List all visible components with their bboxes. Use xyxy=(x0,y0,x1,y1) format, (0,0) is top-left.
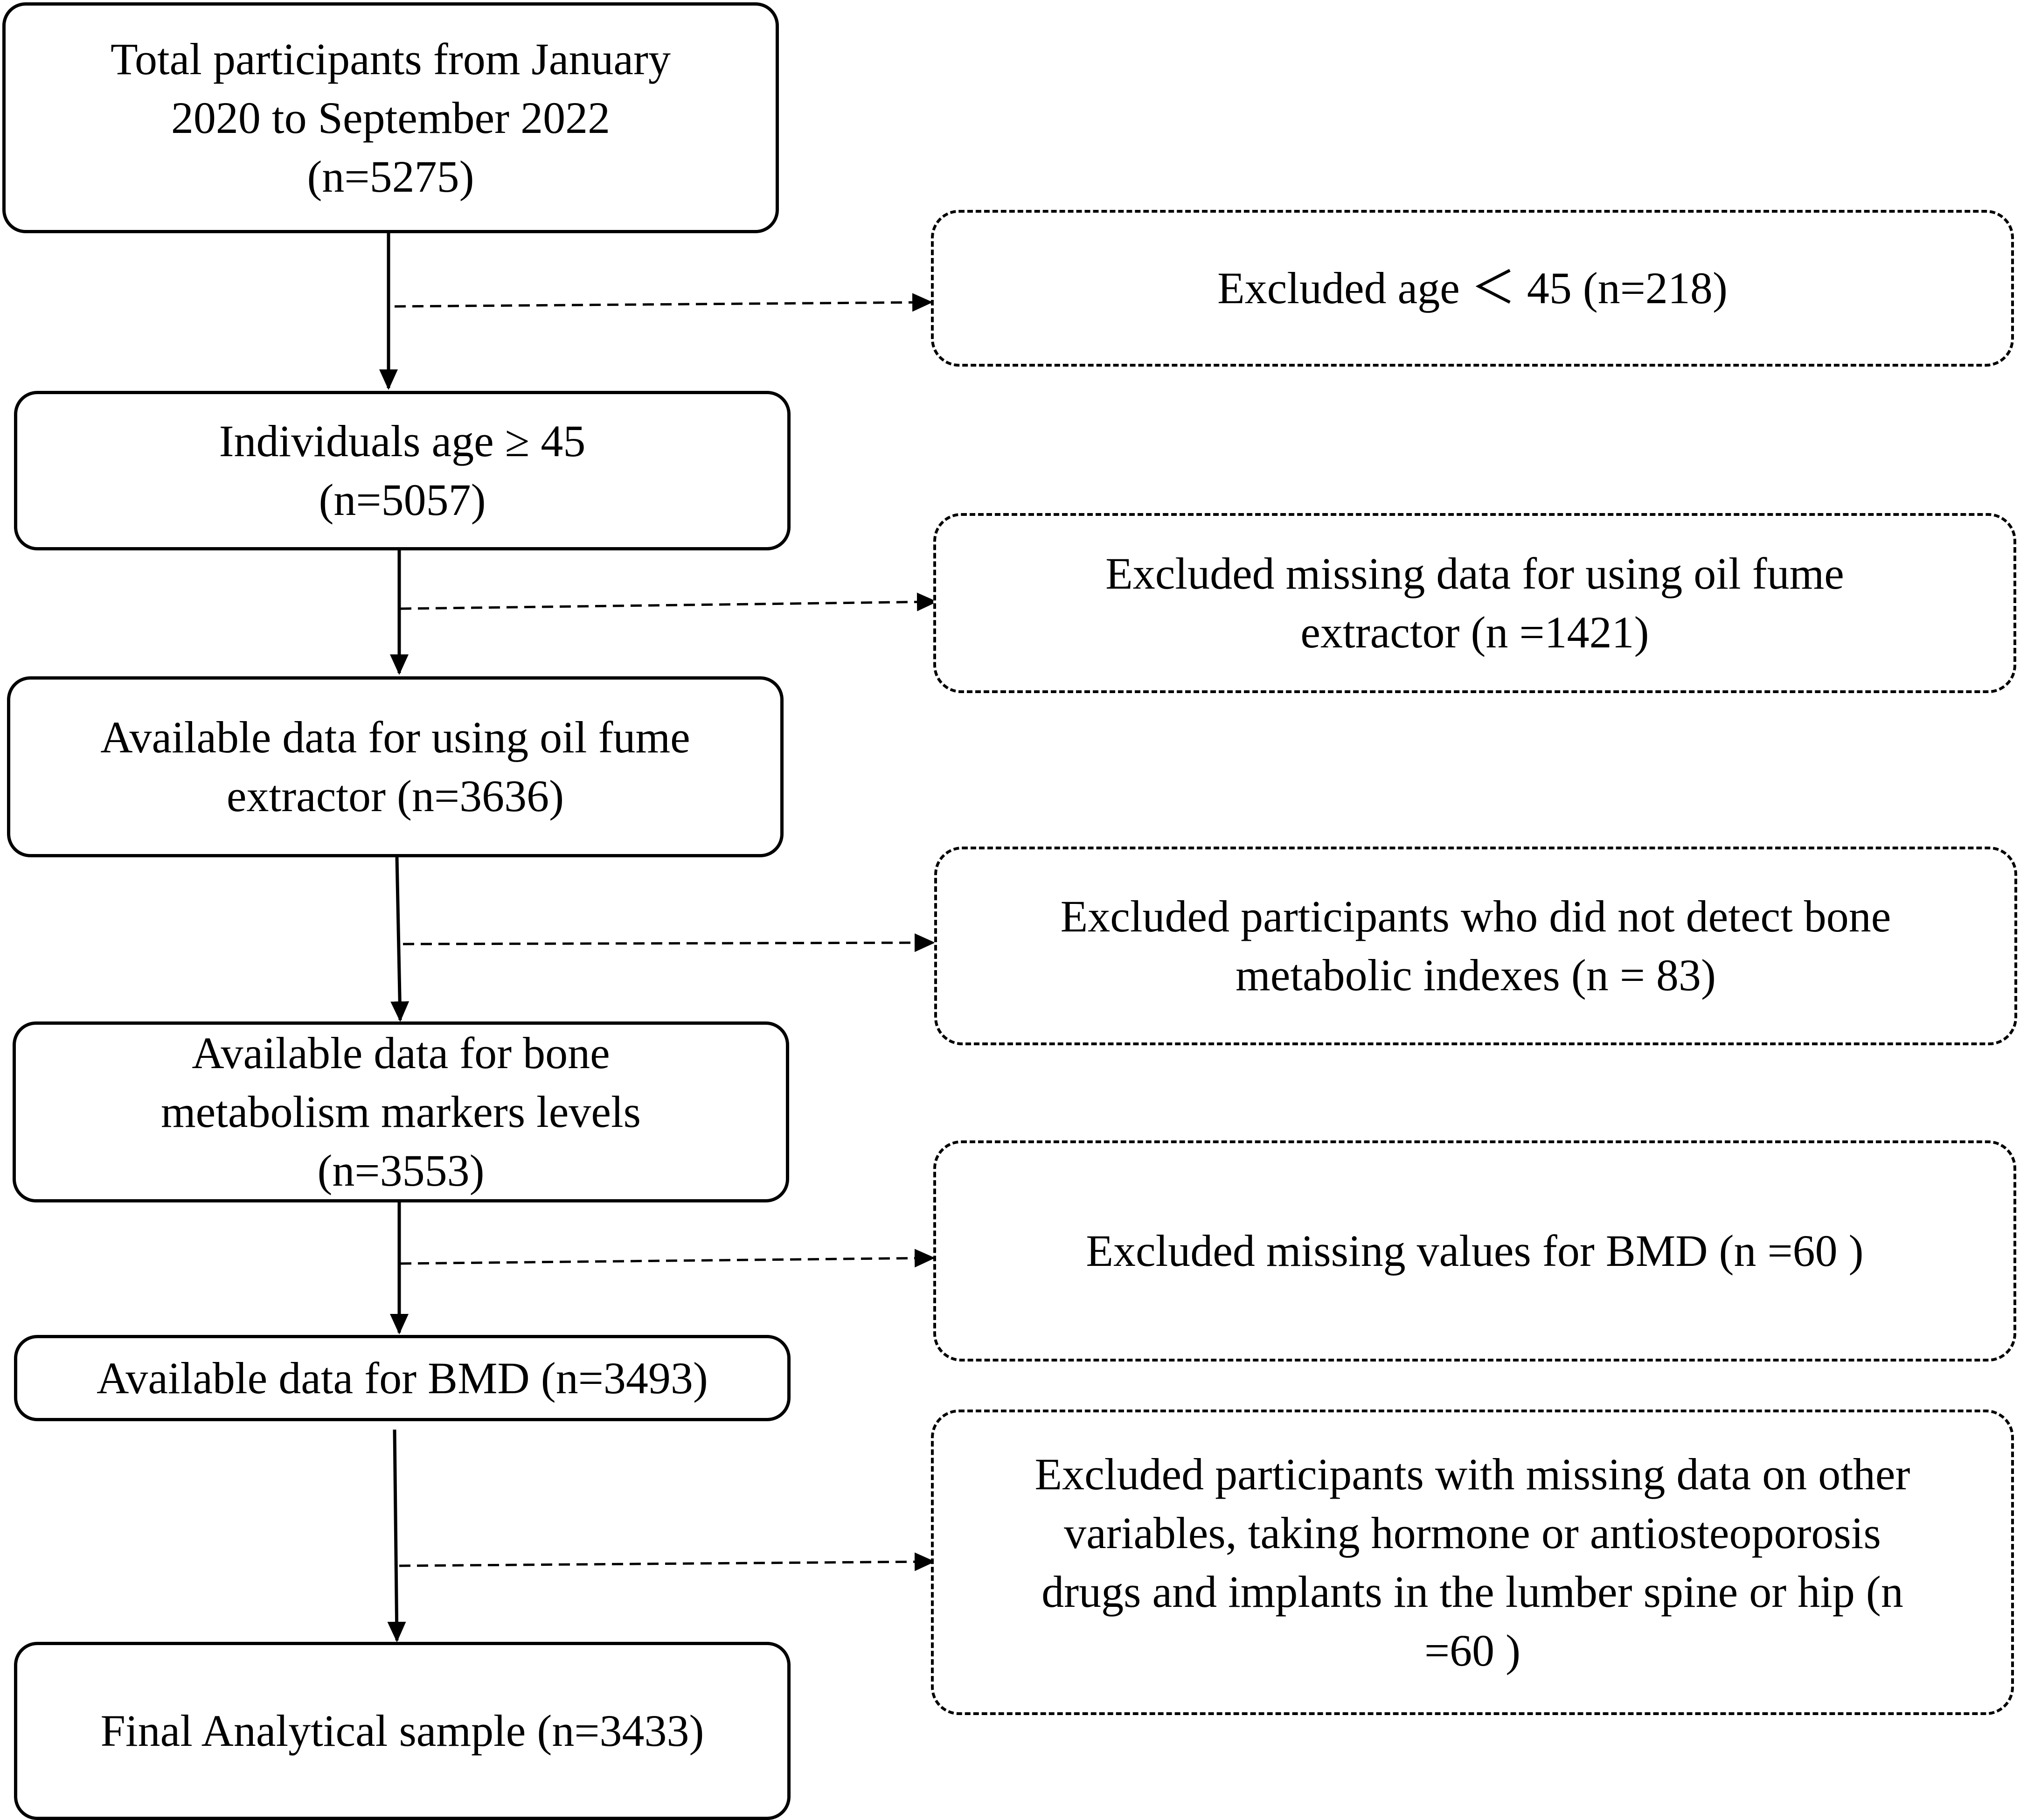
step-text: Final Analytical sample (n=3433) xyxy=(100,1706,704,1756)
step-text: 2020 to September 2022 xyxy=(171,92,611,143)
exclusion-text: Excluded participants with missing data … xyxy=(1034,1449,1910,1499)
step-text: Available data for bone xyxy=(192,1028,610,1078)
exclusion-box-other-variables: Excluded participants with missing data … xyxy=(931,1410,2014,1715)
step-text: (n=5275) xyxy=(307,151,474,201)
exclusion-text: Excluded missing data for using oil fume xyxy=(1105,549,1844,598)
step-text: metabolism markers levels xyxy=(160,1087,641,1137)
exclusion-box-bone-indexes: Excluded participants who did not detect… xyxy=(934,847,2017,1045)
exclusion-arrow-1 xyxy=(394,293,933,312)
exclusion-arrow-2 xyxy=(400,592,937,611)
step-text: Individuals age ≥ 45 xyxy=(219,416,586,466)
step-box-final: Final Analytical sample (n=3433) xyxy=(14,1642,791,1820)
exclusion-text: Excluded participants who did not detect… xyxy=(1060,891,1891,941)
step-text: extractor (n=3636) xyxy=(226,771,564,821)
exclusion-box-bmd: Excluded missing values for BMD (n =60 ) xyxy=(933,1140,2016,1362)
exclusion-box-age: Excluded age ＜ 45 (n=218) xyxy=(931,210,2014,367)
exclusion-text: extractor (n =1421) xyxy=(1300,607,1649,657)
step-text: (n=3553) xyxy=(317,1146,485,1195)
exclusion-text: Excluded age ＜ 45 (n=218) xyxy=(1217,263,1728,313)
step-text: (n=5057) xyxy=(319,475,486,525)
step-box-bone-markers: Available data for bone metabolism marke… xyxy=(13,1021,789,1202)
step-box-oil-fume: Available data for using oil fume extrac… xyxy=(7,676,784,857)
exclusion-text: drugs and implants in the lumber spine o… xyxy=(1041,1566,1903,1617)
exclusion-text: metabolic indexes (n = 83) xyxy=(1236,950,1716,1000)
step-text: Available data for using oil fume xyxy=(100,712,690,762)
step-text: Total participants from January xyxy=(111,34,671,84)
exclusion-text: variables, taking hormone or antiosteopo… xyxy=(1064,1507,1881,1558)
flow-arrow-3 xyxy=(390,857,410,1022)
step-text: Available data for BMD (n=3493) xyxy=(97,1353,708,1403)
step-box-age: Individuals age ≥ 45 (n=5057) xyxy=(14,391,791,550)
step-box-bmd: Available data for BMD (n=3493) xyxy=(14,1335,791,1421)
exclusion-text: =60 ) xyxy=(1424,1625,1521,1675)
exclusion-text: Excluded missing values for BMD (n =60 ) xyxy=(1086,1226,1864,1276)
step-box-total: Total participants from January 2020 to … xyxy=(2,2,779,233)
exclusion-arrow-3 xyxy=(403,933,935,952)
flow-arrow-5 xyxy=(387,1429,406,1642)
exclusion-arrow-4 xyxy=(400,1249,935,1268)
exclusion-box-oil-fume: Excluded missing data for using oil fume… xyxy=(933,513,2016,693)
exclusion-arrow-5 xyxy=(399,1552,935,1571)
